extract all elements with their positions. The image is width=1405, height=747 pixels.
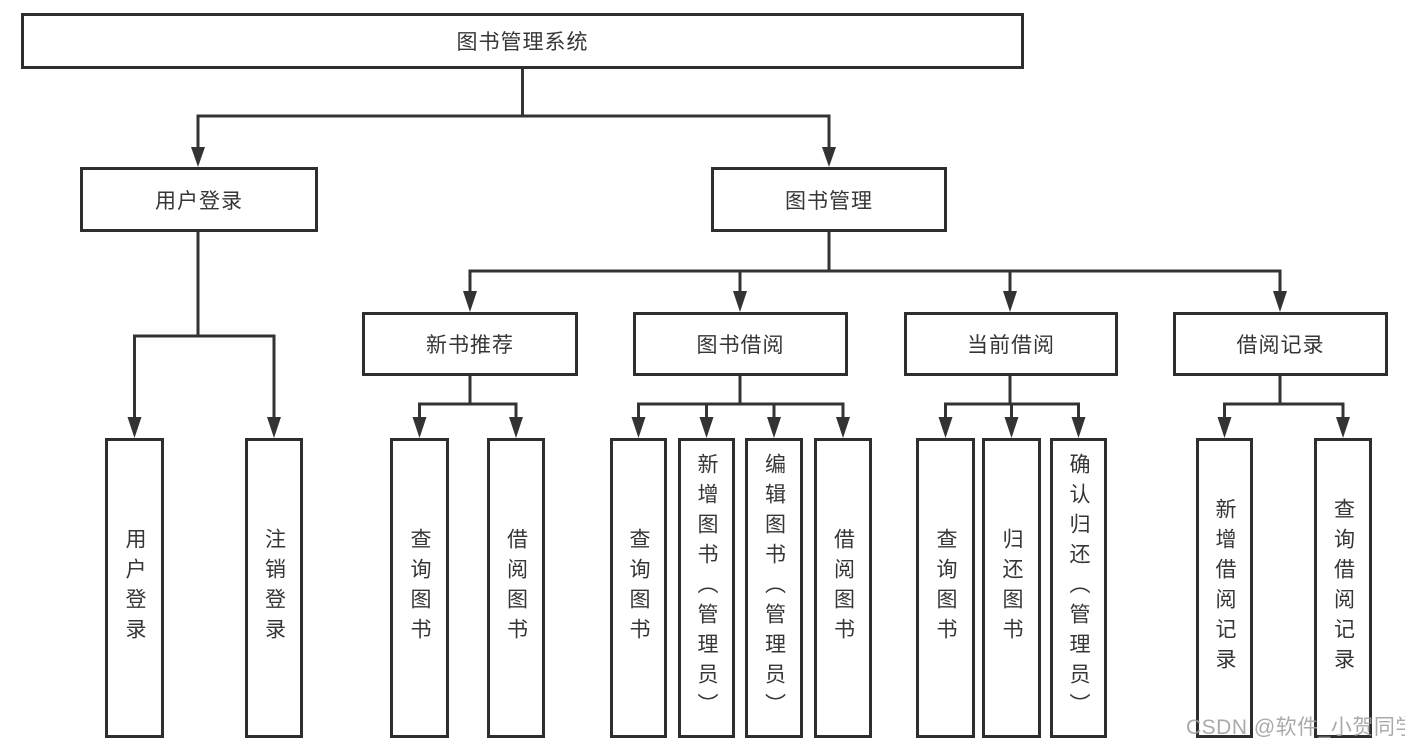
node-label: 图书管理 [785,189,873,213]
node-leaf-add-book-admin: 新增图书（管理员） [678,438,735,738]
node-label: 新增图书（管理员） [695,453,718,723]
node-label: 查询图书 [408,528,431,648]
node-book-borrow: 图书借阅 [633,312,848,376]
node-label: 查询图书 [627,528,650,648]
node-label: 用户登录 [123,528,146,648]
node-user-login: 用户登录 [80,167,318,232]
node-label: 借阅记录 [1236,334,1325,357]
node-label: 新书推荐 [426,334,514,357]
node-leaf-borrow-book-1: 借阅图书 [487,438,545,738]
node-leaf-borrow-book-2: 借阅图书 [814,438,872,738]
node-current-borrow: 当前借阅 [904,312,1118,376]
node-label: 注销登录 [262,528,286,648]
node-leaf-query-book-2: 查询图书 [610,438,667,738]
node-label: 确认归还（管理员） [1067,453,1090,723]
node-label: 用户登录 [155,189,243,213]
node-book-management: 图书管理 [711,167,947,232]
node-label: 编辑图书（管理员） [762,453,786,723]
node-library-system: 图书管理系统 [21,13,1024,69]
node-leaf-return-book: 归还图书 [982,438,1041,738]
node-label: 归还图书 [1000,528,1023,648]
node-borrow-records: 借阅记录 [1173,312,1388,376]
node-leaf-query-book-1: 查询图书 [390,438,449,738]
node-leaf-confirm-return-admin: 确认归还（管理员） [1050,438,1107,738]
node-leaf-logout: 注销登录 [245,438,303,738]
node-label: 查询借阅记录 [1331,498,1355,678]
node-leaf-query-book-3: 查询图书 [916,438,975,738]
node-label: 新增借阅记录 [1213,498,1236,678]
node-label: 借阅图书 [831,528,855,648]
node-label: 图书借阅 [696,334,785,357]
node-leaf-add-borrow-record: 新增借阅记录 [1196,438,1253,738]
node-new-book-recommend: 新书推荐 [362,312,578,376]
csdn-watermark: CSDN @软件_小贺同学 [1186,716,1405,739]
node-label: 查询图书 [934,528,957,648]
node-label: 借阅图书 [504,528,528,648]
node-label: 当前借阅 [967,334,1055,357]
arrowheads [127,147,1350,438]
node-leaf-user-login: 用户登录 [105,438,164,738]
node-leaf-query-borrow-record: 查询借阅记录 [1314,438,1372,738]
node-label: 图书管理系统 [456,31,589,54]
node-leaf-edit-book-admin: 编辑图书（管理员） [745,438,803,738]
